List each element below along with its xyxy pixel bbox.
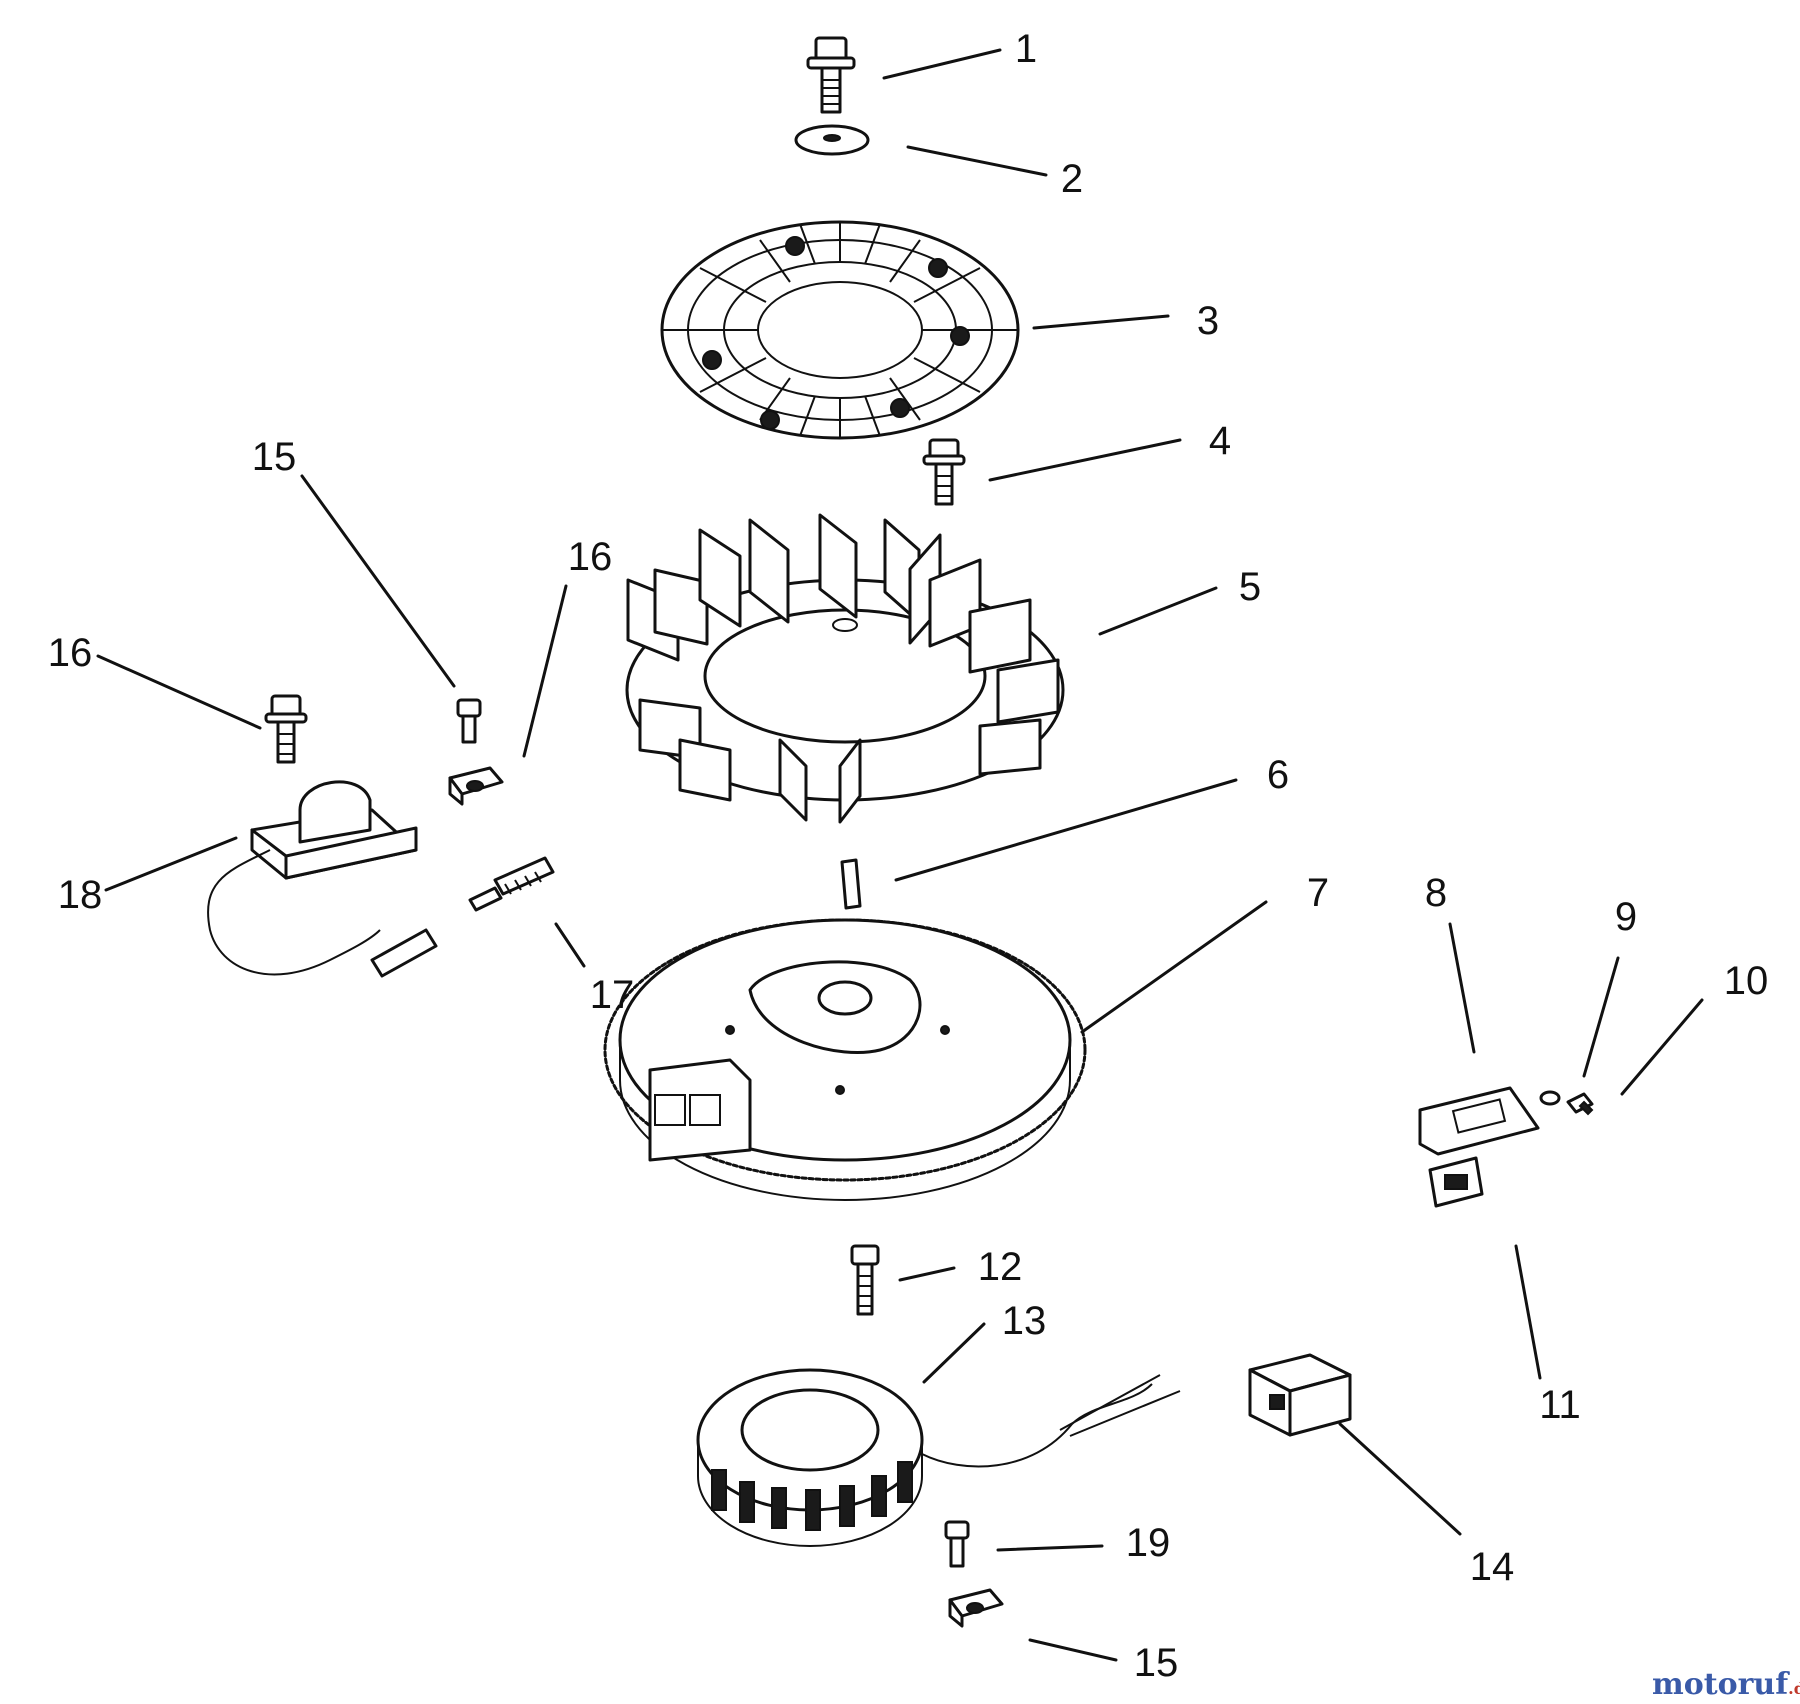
callout-16-upper: 16 [568, 535, 613, 579]
leader-4 [988, 438, 1182, 482]
leader-13 [922, 1322, 986, 1384]
leader-3 [1032, 314, 1170, 330]
key-part [840, 858, 862, 910]
callout-15-upper: 15 [252, 435, 297, 479]
screw-part [1566, 1092, 1594, 1116]
leader-15-upper [300, 474, 456, 688]
lock-washer-part [1539, 1090, 1561, 1106]
leader-16-lower [1028, 1638, 1118, 1662]
callout-19: 16 [48, 631, 93, 675]
lower-clip-bolt-part [944, 1520, 970, 1568]
screen-disc-part [660, 220, 1020, 440]
stator-part [696, 1368, 1181, 1547]
callout-10: 10 [1724, 959, 1769, 1003]
washer-part [794, 124, 870, 156]
leader-19 [96, 654, 262, 730]
callout-18: 18 [58, 873, 103, 917]
callout-17: 17 [590, 973, 635, 1017]
callout-4: 4 [1209, 419, 1231, 463]
leader-17 [554, 922, 586, 968]
leader-lines [96, 48, 1704, 1662]
callout-3: 3 [1197, 299, 1219, 343]
leader-6 [894, 778, 1238, 882]
sensor-part [468, 856, 555, 912]
fan-bolt-part [922, 438, 966, 506]
watermark-main: motoruf [1652, 1667, 1790, 1702]
upper-clip-bolt-part [456, 698, 482, 744]
leader-14 [1338, 1422, 1462, 1536]
callout-12: 12 [978, 1245, 1023, 1289]
leader-10 [1620, 998, 1704, 1096]
callout-7: 7 [1307, 871, 1329, 915]
leader-1 [882, 48, 1002, 80]
callout-13: 13 [1002, 1299, 1047, 1343]
leader-18 [104, 836, 238, 892]
leader-2 [906, 145, 1048, 177]
regulator-part [1418, 1086, 1540, 1156]
callout-8: 8 [1425, 871, 1447, 915]
callout-labels: 1 2 3 4 5 6 7 8 9 10 11 12 13 14 19 15 1… [48, 27, 1769, 1685]
leader-11 [1514, 1244, 1542, 1380]
leader-5 [1098, 586, 1218, 636]
callout-9: 9 [1615, 895, 1637, 939]
callout-11: 11 [1539, 1383, 1581, 1427]
watermark-text: motoruf.de [1652, 1667, 1800, 1702]
watermark-suffix: .de [1788, 1679, 1800, 1698]
ignition-module-part [207, 780, 438, 978]
fan-part [625, 513, 1065, 824]
callout-16-lower: 15 [1134, 1641, 1179, 1685]
callout-15-lower: 19 [1126, 1521, 1171, 1565]
callout-5: 5 [1239, 565, 1261, 609]
upper-clip-part [448, 766, 504, 806]
bolt-part [806, 36, 856, 114]
module-bolt-part [264, 694, 308, 764]
leader-12 [898, 1266, 956, 1282]
leader-9 [1582, 956, 1620, 1078]
callout-14: 14 [1470, 1545, 1515, 1589]
stator-bolt-part [850, 1244, 880, 1316]
relay-part [1248, 1353, 1352, 1437]
callout-6: 6 [1267, 753, 1289, 797]
leader-15-lower [996, 1544, 1104, 1552]
flywheel-part [603, 918, 1087, 1201]
leader-8 [1448, 922, 1476, 1054]
connector-part [1428, 1156, 1484, 1208]
callout-1: 1 [1015, 27, 1037, 71]
callout-2: 2 [1061, 157, 1083, 201]
leader-7 [1080, 900, 1268, 1034]
lower-clip-part [948, 1588, 1004, 1628]
leader-16-upper [522, 584, 568, 758]
watermark-logo: motoruf.de [1652, 1667, 1800, 1702]
